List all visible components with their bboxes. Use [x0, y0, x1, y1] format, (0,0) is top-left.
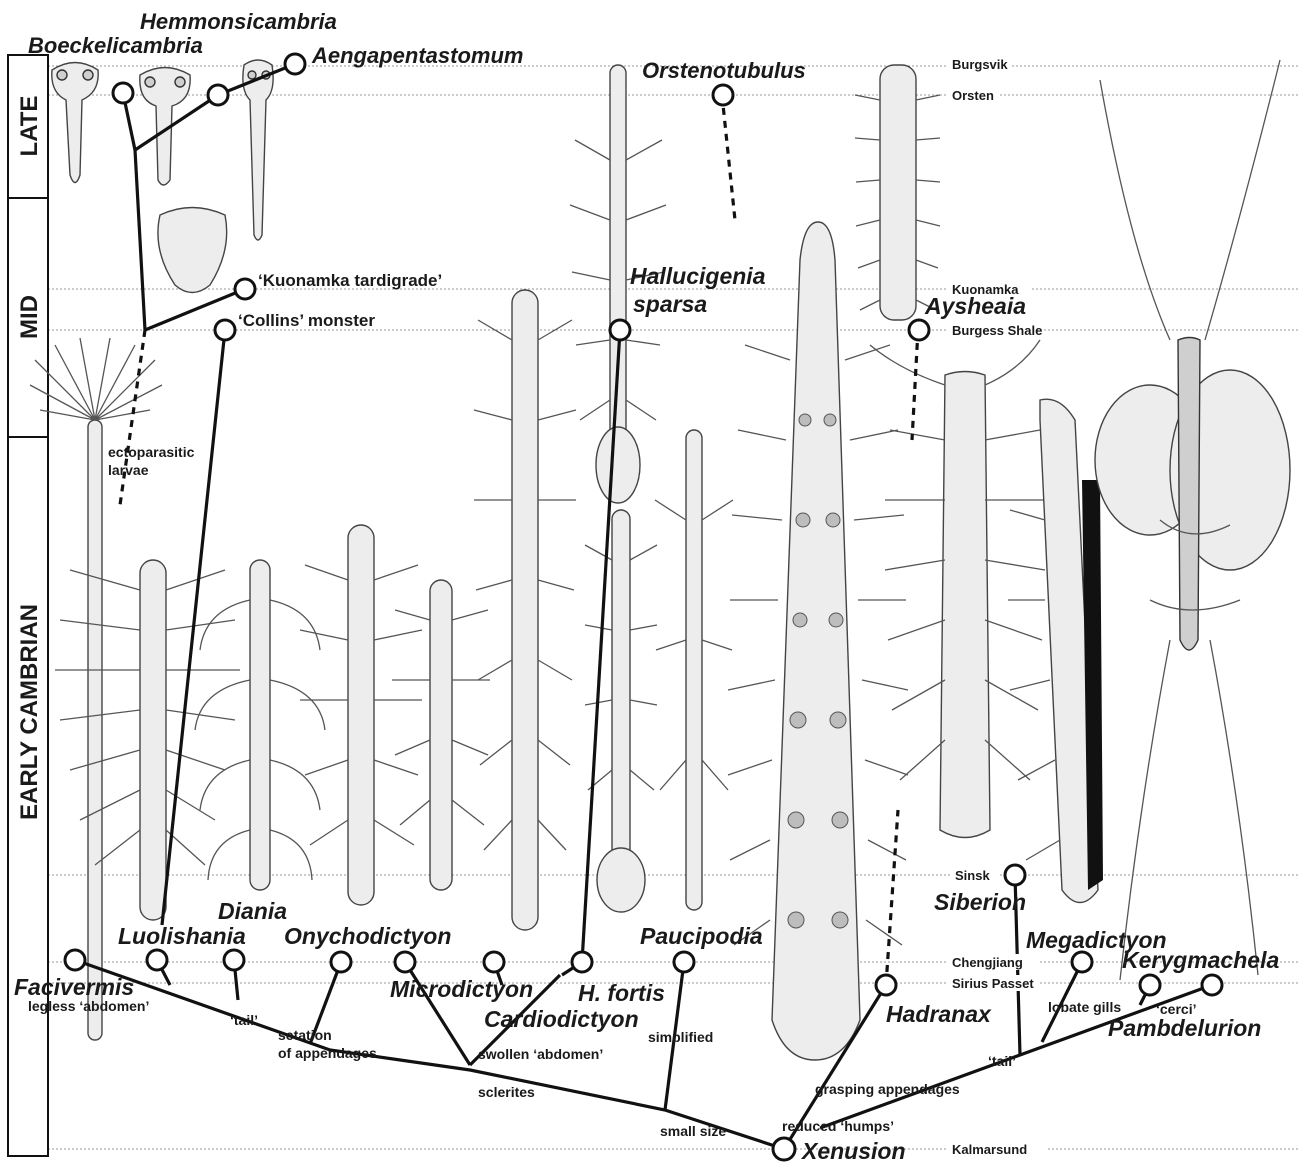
label-facivermis: Facivermis: [14, 974, 134, 1000]
label-microdictyon: Microdictyon: [390, 976, 533, 1002]
node-facivermis: [65, 950, 85, 970]
kuonamka-tardigrade-illustration: [158, 208, 227, 293]
node-kuonamka-tardigrade: [235, 279, 255, 299]
label-orstenotubulus: Orstenotubulus: [642, 58, 806, 83]
locality-orsten: Orsten: [952, 88, 994, 103]
char-small-size: small size: [660, 1123, 726, 1139]
label-aengapentastomum: Aengapentastomum: [311, 43, 523, 68]
char-tail-left: ‘tail’: [230, 1012, 258, 1028]
char-grasping-appendages: grasping appendages: [815, 1081, 960, 1097]
megadictyon-illustration: [1008, 399, 1103, 902]
label-onychodictyon: Onychodictyon: [284, 923, 451, 949]
epoch-late-label: LATE: [16, 96, 43, 157]
label-diania: Diania: [218, 898, 287, 924]
node-hemmonsicambria: [208, 85, 228, 105]
node-microdictyon: [395, 952, 415, 972]
char-setation: setation: [278, 1027, 332, 1043]
onychodictyon-illustration: [300, 525, 422, 905]
label-sparsa: sparsa: [633, 291, 707, 317]
label-cardiodictyon: Cardiodictyon: [484, 1006, 639, 1032]
label-h-fortis: H. fortis: [578, 980, 665, 1006]
node-cardiodictyon: [484, 952, 504, 972]
char-tail-right: ‘tail’: [988, 1053, 1016, 1069]
node-onychodictyon: [331, 952, 351, 972]
node-aengapentastomum: [285, 54, 305, 74]
microdictyon-illustration: [392, 580, 490, 890]
luolishania-illustration: [55, 560, 240, 920]
label-xenusion: Xenusion: [800, 1138, 906, 1163]
cardiodictyon-illustration: [474, 290, 576, 930]
char-lobate-gills: lobate gills: [1048, 999, 1121, 1015]
node-xenusion: [773, 1138, 795, 1160]
char-of-appendages: of appendages: [278, 1045, 377, 1061]
char-sclerites: sclerites: [478, 1084, 535, 1100]
locality-burgsvik: Burgsvik: [952, 57, 1008, 72]
label-collins-monster: ‘Collins’ monster: [238, 311, 375, 330]
orstenotubulus-illustration: [855, 65, 940, 320]
char-swollen-abdomen: swollen ‘abdomen’: [478, 1046, 603, 1062]
node-luolishania: [147, 950, 167, 970]
aysheaia-illustration: [870, 340, 1045, 838]
paucipodia-illustration: [655, 430, 733, 910]
label-hadranax: Hadranax: [886, 1001, 992, 1027]
node-h-fortis: [572, 952, 592, 972]
label-hallucigenia: Hallucigenia: [630, 263, 766, 289]
label-kuonamka-tardigrade: ‘Kuonamka tardigrade’: [258, 271, 442, 290]
diania-illustration: [195, 560, 325, 890]
label-kerygmachela: Kerygmachela: [1122, 947, 1279, 973]
node-megadictyon: [1072, 952, 1092, 972]
aengapentastomum-illustration: [243, 60, 273, 240]
label-hemmonsicambria: Hemmonsicambria: [140, 9, 337, 34]
char-ectoparasitic: ectoparasitic: [108, 444, 195, 460]
epoch-mid-label: MID: [16, 295, 43, 339]
label-siberion: Siberion: [934, 889, 1026, 915]
char-cerci: ‘cerci’: [1156, 1001, 1196, 1017]
node-kerygmachela: [1140, 975, 1160, 995]
char-reduced-humps: reduced ‘humps’: [782, 1118, 894, 1134]
node-diania: [224, 950, 244, 970]
char-legless-abdomen: legless ‘abdomen’: [28, 998, 149, 1014]
char-simplified: simplified: [648, 1029, 713, 1045]
locality-sirius-passet: Sirius Passet: [952, 976, 1034, 991]
boeckelicambria-illustration: [52, 63, 98, 183]
hemmonsicambria-illustration: [140, 68, 190, 186]
char-larvae: larvae: [108, 462, 149, 478]
node-paucipodia: [674, 952, 694, 972]
label-pambdelurion: Pambdelurion: [1108, 1015, 1261, 1041]
label-aysheaia: Aysheaia: [924, 293, 1026, 319]
node-hallucigenia-sparsa: [610, 320, 630, 340]
locality-sinsk: Sinsk: [955, 868, 990, 883]
locality-chengjiang: Chengjiang: [952, 955, 1023, 970]
label-paucipodia: Paucipodia: [640, 923, 763, 949]
node-boeckelicambria: [113, 83, 133, 103]
epoch-early-cambrian-label: EARLY CAMBRIAN: [16, 604, 43, 820]
node-pambdelurion: [1202, 975, 1222, 995]
node-collins-monster: [215, 320, 235, 340]
locality-kalmarsund: Kalmarsund: [952, 1142, 1027, 1157]
node-orstenotubulus: [713, 85, 733, 105]
node-hadranax: [876, 975, 896, 995]
locality-burgess-shale: Burgess Shale: [952, 323, 1042, 338]
kerygmachela-illustration: [1095, 60, 1290, 980]
label-boeckelicambria: Boeckelicambria: [28, 33, 203, 58]
node-aysheaia: [909, 320, 929, 340]
label-luolishania: Luolishania: [118, 923, 246, 949]
node-siberion: [1005, 865, 1025, 885]
